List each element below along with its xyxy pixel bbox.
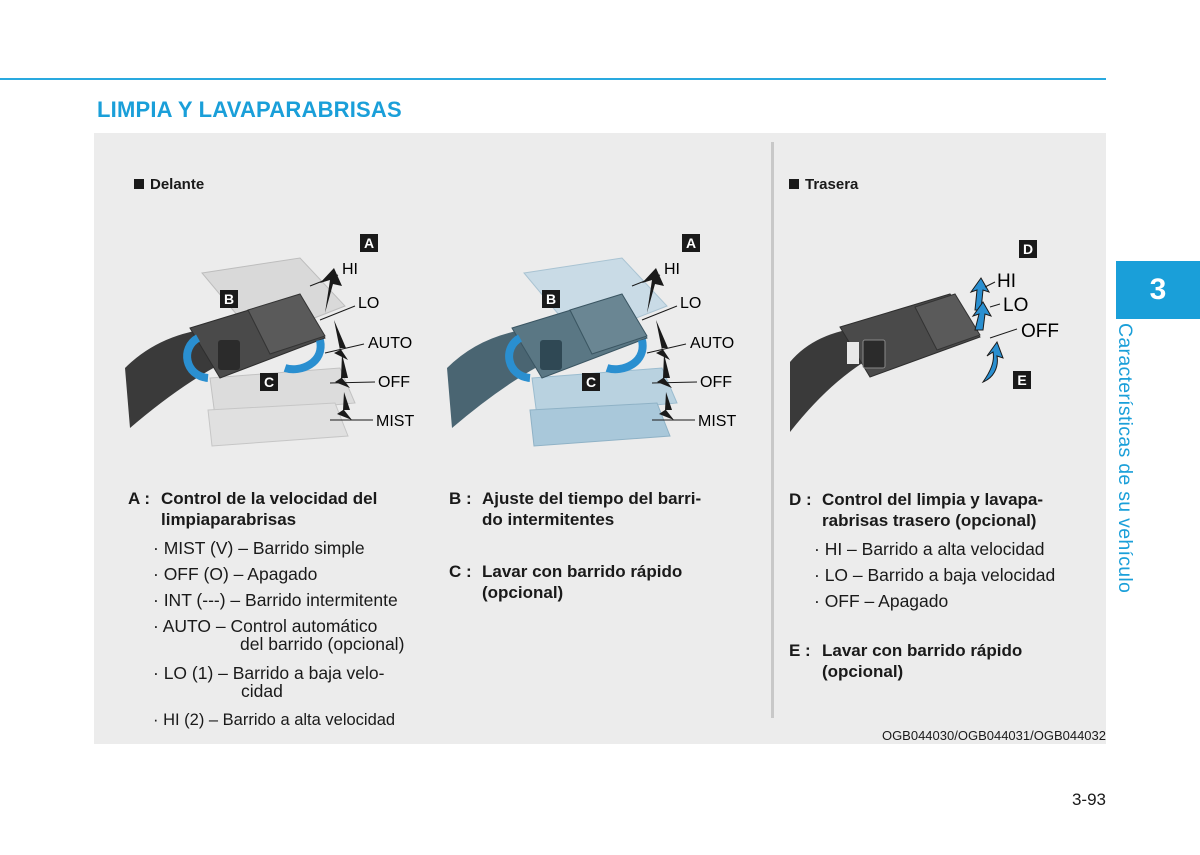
description-c: C :Lavar con barrido rápido (opcional) [449, 561, 749, 603]
list-item: · INT (---) – Barrido intermitente [128, 587, 428, 613]
label-off: OFF [700, 374, 732, 391]
list-item: · HI – Barrido a alta velocidad [789, 536, 1089, 562]
arrow-up-icon-hi [971, 278, 989, 310]
arrow-down-icon-1 [656, 320, 670, 360]
item-a-heading: A :Control de la velocidad del limpiapar… [128, 488, 428, 530]
front-wiper-illustration-highlight: A B C HI LO AUTO OFF MIST [442, 228, 752, 458]
description-a: A :Control de la velocidad del limpiapar… [128, 488, 428, 733]
description-d: D :Control del limpia y lavapa- rabrisas… [789, 489, 1089, 614]
list-item: · HI (2) – Barrido a alta velocidad [128, 707, 428, 733]
svg-text:C: C [586, 374, 596, 390]
svg-text:D: D [1023, 241, 1033, 257]
label-auto: AUTO [368, 335, 412, 352]
rear-switch-knob [863, 340, 885, 368]
label-hi: HI [664, 261, 680, 278]
rear-wiper-illustration: D E HI LO OFF [785, 232, 1075, 442]
leader-off [990, 329, 1017, 338]
svg-text:A: A [364, 235, 374, 251]
label-mist: MIST [698, 413, 736, 430]
chapter-tab: 3 [1116, 261, 1200, 319]
label-off: OFF [378, 374, 410, 391]
ghost-stalk-mist [530, 403, 670, 446]
chapter-title: Características de su vehículo [1113, 323, 1157, 593]
interval-knob [218, 340, 240, 370]
label-hi: HI [342, 261, 358, 278]
arrow-down-icon-1 [334, 320, 348, 360]
svg-text:B: B [546, 291, 556, 307]
square-bullet-icon [134, 179, 144, 189]
svg-text:E: E [1017, 372, 1026, 388]
figure-code: OGB044030/OGB044031/OGB044032 [882, 728, 1106, 743]
switch-markings [847, 342, 859, 364]
svg-text:B: B [224, 291, 234, 307]
list-item: · OFF (O) – Apagado [128, 561, 428, 587]
item-e-heading: E :Lavar con barrido rápido (opcional) [789, 640, 1089, 682]
panel-divider [771, 142, 774, 718]
page-number: 3-93 [1072, 790, 1106, 810]
leader-lo [990, 304, 1000, 307]
wash-arrow-icon [983, 342, 1003, 382]
interval-knob [540, 340, 562, 370]
description-e: E :Lavar con barrido rápido (opcional) [789, 640, 1089, 682]
label-lo: LO [1003, 295, 1028, 316]
item-c-heading: C :Lavar con barrido rápido (opcional) [449, 561, 749, 603]
item-a-list: · MIST (V) – Barrido simple · OFF (O) – … [128, 535, 428, 733]
item-b-heading: B :Ajuste del tiempo del barri- do inter… [449, 488, 749, 530]
item-d-list: · HI – Barrido a alta velocidad · LO – B… [789, 536, 1089, 614]
section-title: LIMPIA Y LAVAPARABRISAS [97, 97, 402, 123]
label-off: OFF [1021, 321, 1059, 342]
rear-figure-label: Trasera [789, 176, 858, 193]
svg-text:A: A [686, 235, 696, 251]
front-figure-label: Delante [134, 176, 204, 193]
list-item: · OFF – Apagado [789, 588, 1089, 614]
label-lo: LO [358, 295, 379, 312]
header-rule [0, 78, 1106, 80]
front-wiper-illustration: A B C HI LO AUTO OFF MIST [120, 228, 430, 458]
label-mist: MIST [376, 413, 414, 430]
list-item: · LO – Barrido a baja velocidad [789, 562, 1089, 588]
square-bullet-icon [789, 179, 799, 189]
label-auto: AUTO [690, 335, 734, 352]
item-d-heading: D :Control del limpia y lavapa- rabrisas… [789, 489, 1089, 531]
label-lo: LO [680, 295, 701, 312]
ghost-stalk-mist [208, 403, 348, 446]
description-b: B :Ajuste del tiempo del barri- do inter… [449, 488, 749, 530]
label-hi: HI [997, 271, 1016, 292]
leader-hi [985, 282, 995, 287]
list-item: · MIST (V) – Barrido simple [128, 535, 428, 561]
svg-text:C: C [264, 374, 274, 390]
